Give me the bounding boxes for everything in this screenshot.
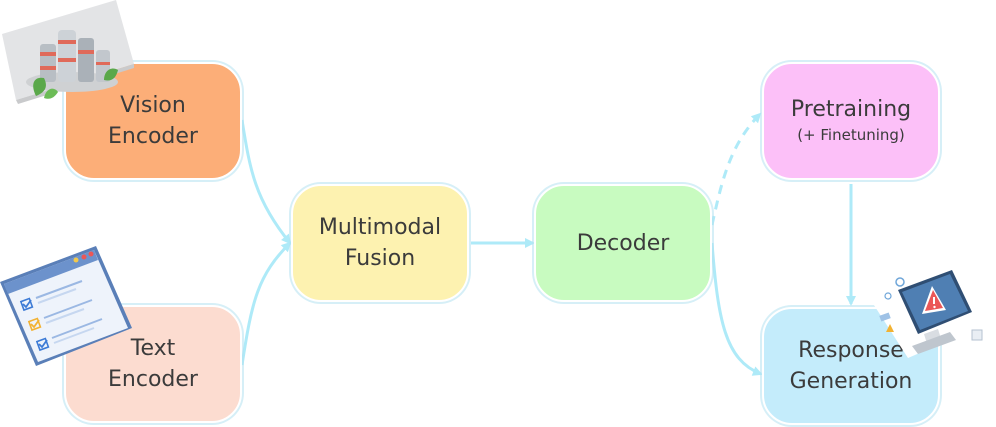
multimodal-fusion-label-line2: Fusion	[344, 246, 416, 271]
vision-encoder-label-line2: Encoder	[108, 124, 198, 149]
decoder-label: Decoder	[576, 230, 670, 256]
text-encoder-label-line2: Encoder	[108, 367, 198, 392]
multimodal-fusion-label-line1: Multimodal	[318, 215, 442, 240]
factory-icon	[2, 0, 134, 104]
response-generation-label-line1: Response	[798, 338, 904, 363]
decoder-box: Decoder	[534, 184, 712, 302]
warning-monitor-icon	[872, 266, 996, 358]
response-generation-box: Response Generation	[762, 307, 940, 425]
vision-encoder-label-line1: Vision	[120, 93, 186, 118]
arrow-text-to-fusion	[240, 241, 292, 366]
pretraining-sublabel: (+ Finetuning)	[797, 125, 905, 144]
arrow-decoder-to-pretraining	[710, 112, 762, 226]
multimodal-fusion-box: Multimodal Fusion	[291, 184, 469, 302]
arrow-vision-to-fusion	[240, 119, 292, 245]
text-encoder-label-line1: Text	[130, 336, 176, 361]
checklist-document-icon	[0, 246, 132, 366]
arrow-decoder-to-response	[710, 242, 763, 376]
response-generation-label-line2: Generation	[789, 369, 913, 394]
pretraining-label: Pretraining	[790, 96, 912, 122]
pretraining-box: Pretraining (+ Finetuning)	[762, 62, 940, 180]
